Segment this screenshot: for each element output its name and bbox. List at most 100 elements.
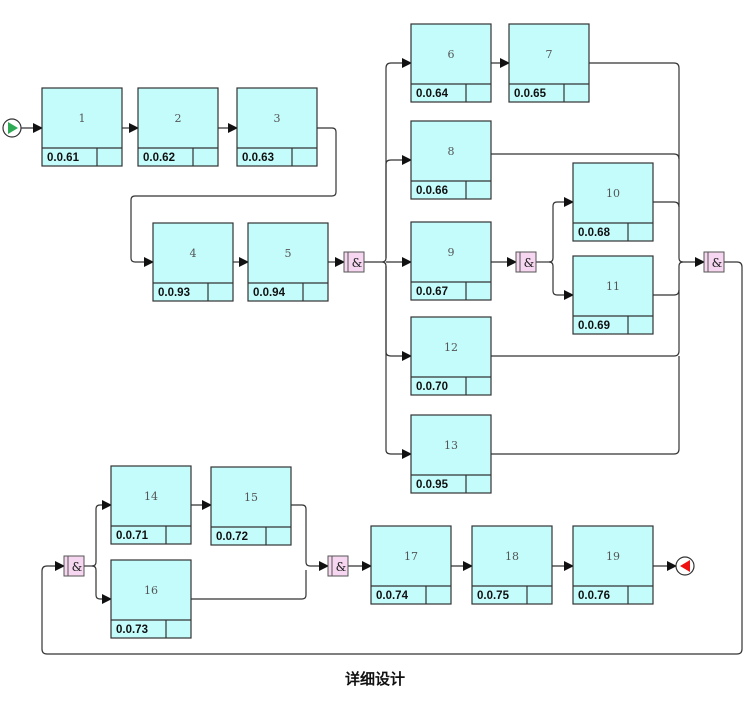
- task-6[interactable]: 60.0.64: [410, 23, 492, 103]
- task-3[interactable]: 3 0.0.63: [236, 87, 318, 167]
- gate-box[interactable]: [327, 555, 349, 577]
- task-box[interactable]: [572, 255, 654, 335]
- task-code: 0.0.62: [143, 152, 175, 164]
- task-number: 8: [448, 145, 455, 158]
- gate-box[interactable]: [343, 251, 365, 273]
- task-box[interactable]: [471, 525, 553, 605]
- start-event[interactable]: [2, 118, 22, 138]
- task-box[interactable]: [247, 222, 329, 302]
- gate-box[interactable]: [703, 251, 725, 273]
- connector: [385, 266, 412, 459]
- task-number: 12: [444, 341, 458, 354]
- task-1[interactable]: 1 0.0.61: [41, 87, 123, 167]
- task-code: 0.0.69: [578, 320, 610, 332]
- task-box[interactable]: [370, 525, 452, 605]
- events: [2, 118, 695, 576]
- connector: [385, 58, 412, 258]
- gate-box[interactable]: [515, 251, 537, 273]
- task-code: 0.0.73: [116, 624, 148, 636]
- tasks: 10.0.6120.0.6230.0.6340.0.9350.0.9460.0.…: [41, 23, 654, 639]
- task-box[interactable]: [410, 221, 492, 301]
- task-16[interactable]: 160.0.73: [110, 559, 192, 639]
- task-number: 7: [546, 48, 553, 61]
- task-box[interactable]: [410, 316, 492, 396]
- connector: [385, 155, 412, 258]
- task-code: 0.0.71: [116, 530, 149, 542]
- task-19[interactable]: 19 0.0.76: [572, 525, 654, 605]
- gate-label: &: [712, 256, 723, 270]
- task-box[interactable]: [410, 414, 492, 494]
- task-code: 0.0.76: [578, 590, 610, 602]
- task-box[interactable]: [236, 87, 318, 167]
- and-gate[interactable]: &: [343, 251, 365, 273]
- task-13[interactable]: 130.0.95: [410, 414, 492, 494]
- task-code: 0.0.67: [416, 286, 448, 298]
- end-event[interactable]: [675, 556, 695, 576]
- connector: [41, 261, 743, 655]
- task-number: 3: [274, 112, 281, 125]
- gates: & & & & &: [63, 251, 725, 577]
- task-box[interactable]: [41, 87, 123, 167]
- gate-label: &: [352, 256, 363, 270]
- task-number: 15: [244, 491, 258, 504]
- task-code: 0.0.66: [416, 185, 448, 197]
- connector: [548, 197, 574, 263]
- task-18[interactable]: 180.0.75: [471, 525, 553, 605]
- task-code: 0.0.63: [242, 152, 274, 164]
- task-number: 4: [190, 247, 197, 260]
- connector: [653, 289, 680, 296]
- and-gate[interactable]: &: [63, 555, 85, 577]
- task-14[interactable]: 140.0.71: [110, 465, 192, 545]
- task-box[interactable]: [410, 120, 492, 200]
- connector: [491, 356, 680, 455]
- task-15[interactable]: 150.0.72: [210, 466, 292, 546]
- task-number: 6: [448, 48, 455, 61]
- task-number: 2: [175, 112, 182, 125]
- connector: [91, 565, 112, 604]
- task-2[interactable]: 2 0.0.62: [137, 87, 219, 167]
- stop-icon: [680, 560, 690, 572]
- task-number: 1: [79, 112, 86, 125]
- task-10[interactable]: 10 0.0.68: [572, 162, 654, 242]
- task-code: 0.0.75: [477, 590, 510, 602]
- gate-box[interactable]: [63, 555, 85, 577]
- task-code: 0.0.95: [416, 479, 449, 491]
- task-box[interactable]: [572, 162, 654, 242]
- and-gate[interactable]: &: [515, 251, 537, 273]
- connector: [91, 500, 112, 567]
- connector: [491, 261, 684, 357]
- task-box[interactable]: [508, 23, 590, 103]
- task-17[interactable]: 17 0.0.74: [370, 525, 452, 605]
- task-code: 0.0.93: [158, 287, 190, 299]
- task-7[interactable]: 70.0.65: [508, 23, 590, 103]
- connectors: [21, 58, 743, 655]
- task-code: 0.0.61: [47, 152, 80, 164]
- task-8[interactable]: 8 0.0.66: [410, 120, 492, 200]
- task-code: 0.0.68: [578, 227, 611, 239]
- task-number: 17: [404, 550, 418, 563]
- task-number: 10: [606, 187, 620, 200]
- task-box[interactable]: [410, 23, 492, 103]
- task-box[interactable]: [210, 466, 292, 546]
- task-code: 0.0.74: [376, 590, 409, 602]
- task-5[interactable]: 50.0.94: [247, 222, 329, 302]
- task-box[interactable]: [110, 559, 192, 639]
- task-12[interactable]: 120.0.70: [410, 316, 492, 396]
- connector: [653, 201, 680, 208]
- task-11[interactable]: 110.0.69: [572, 255, 654, 335]
- and-gate[interactable]: &: [703, 251, 725, 273]
- task-box[interactable]: [572, 525, 654, 605]
- task-number: 19: [606, 550, 620, 563]
- diagram-title: 详细设计: [344, 670, 405, 688]
- connector: [191, 570, 307, 600]
- gate-label: &: [524, 256, 535, 270]
- task-box[interactable]: [137, 87, 219, 167]
- task-box[interactable]: [152, 222, 234, 302]
- connector: [385, 266, 412, 361]
- task-box[interactable]: [110, 465, 192, 545]
- task-4[interactable]: 4 0.0.93: [152, 222, 234, 302]
- task-9[interactable]: 90.0.67: [410, 221, 492, 301]
- play-icon: [8, 122, 18, 134]
- and-gate[interactable]: &: [327, 555, 349, 577]
